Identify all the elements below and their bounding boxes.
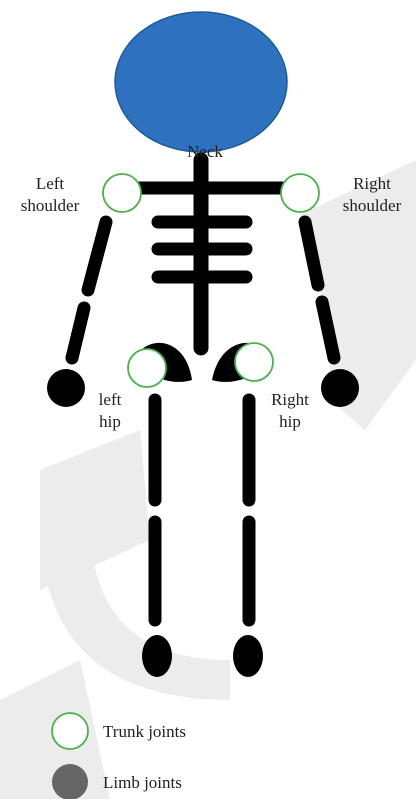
left-hip-label-line1: left bbox=[99, 390, 122, 409]
left-hip-joint bbox=[128, 349, 166, 387]
right-foot bbox=[233, 635, 263, 677]
left-shoulder-label-line2: shoulder bbox=[21, 196, 80, 215]
trunk-joints-legend-label: Trunk joints bbox=[103, 722, 186, 741]
left-shoulder-label-line1: Left bbox=[36, 174, 65, 193]
right-shoulder-label-line2: shoulder bbox=[343, 196, 402, 215]
left-upper-arm bbox=[88, 222, 106, 290]
left-hand bbox=[47, 369, 85, 407]
right-shoulder-joint bbox=[281, 174, 319, 212]
trunk-joint-legend-icon bbox=[52, 713, 88, 749]
left-forearm bbox=[72, 308, 84, 358]
neck-label: Neck bbox=[187, 142, 223, 161]
right-hip-joint bbox=[235, 343, 273, 381]
right-hand bbox=[321, 369, 359, 407]
limb-joint-legend-icon bbox=[52, 764, 88, 799]
right-hip-label-line1: Right bbox=[271, 390, 309, 409]
head bbox=[115, 12, 287, 152]
left-hip-label-line2: hip bbox=[99, 412, 121, 431]
left-foot bbox=[142, 635, 172, 677]
limb-joints-legend-label: Limb joints bbox=[103, 773, 182, 792]
right-shoulder-label-line1: Right bbox=[353, 174, 391, 193]
left-shoulder-joint bbox=[103, 174, 141, 212]
right-hip-label-line2: hip bbox=[279, 412, 301, 431]
